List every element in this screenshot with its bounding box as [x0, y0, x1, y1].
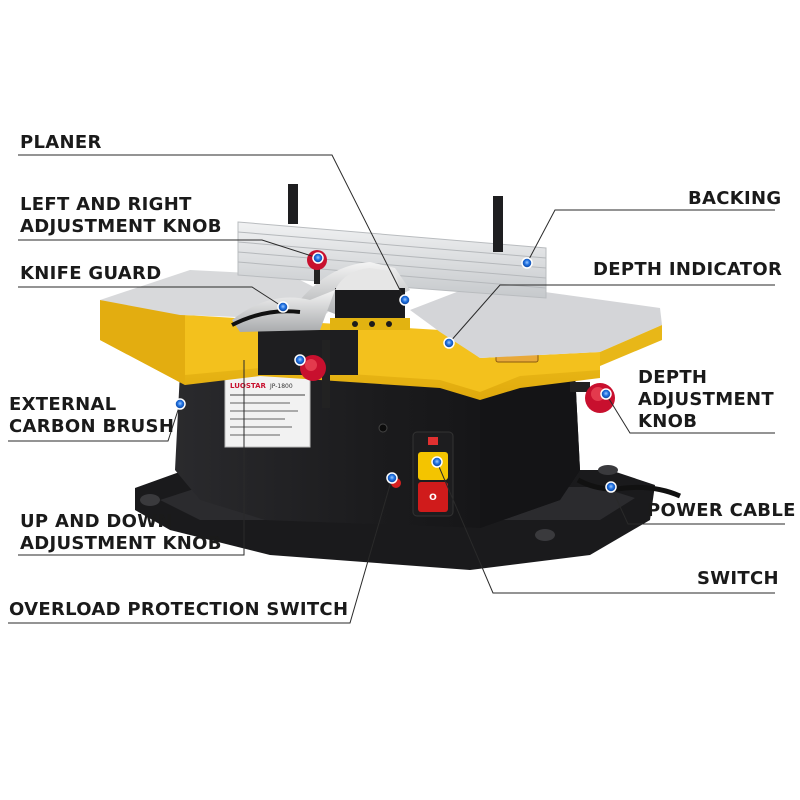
marker-left-right-knob: [312, 252, 324, 264]
label-depth-knob-line1: DEPTH: [638, 367, 708, 388]
label-switch: SWITCH: [697, 568, 779, 590]
leader-up-down-knob: [18, 360, 245, 556]
leader-planer: [18, 154, 406, 301]
leader-lines: [8, 154, 785, 624]
leader-left-right-knob: [18, 239, 319, 259]
marker-overload: [386, 472, 398, 484]
leader-external-brush: [8, 403, 181, 442]
label-overload-switch-text: OVERLOAD PROTECTION SWITCH: [9, 599, 349, 620]
label-depth-knob: DEPTH ADJUSTMENT KNOB: [638, 367, 774, 433]
label-left-right-knob-line2: ADJUSTMENT KNOB: [20, 216, 222, 237]
marker-depth-knob: [600, 388, 612, 400]
label-overload-switch: OVERLOAD PROTECTION SWITCH: [9, 599, 348, 621]
label-depth-indicator-text: DEPTH INDICATOR: [593, 259, 783, 280]
label-external-brush-line1: EXTERNAL: [9, 394, 117, 415]
up-down-knob: [300, 340, 330, 408]
label-depth-indicator: DEPTH INDICATOR: [593, 259, 782, 281]
label-power-cable: POWER CABLE: [647, 500, 796, 522]
marker-depth-indicator: [443, 337, 455, 349]
leader-switch: [436, 461, 775, 594]
leader-backing: [526, 209, 775, 264]
power-switch: O: [412, 431, 454, 517]
sticker-model: JP-1800: [269, 383, 293, 390]
label-left-right-knob-line1: LEFT AND RIGHT: [20, 194, 192, 215]
label-external-brush-line2: CARBON BRUSH: [9, 416, 175, 437]
leader-depth-knob: [605, 393, 775, 434]
label-knife-guard-text: KNIFE GUARD: [20, 263, 162, 284]
leader-knife-guard: [18, 286, 284, 308]
label-power-cable-text: POWER CABLE: [647, 500, 796, 521]
label-knife-guard: KNIFE GUARD: [20, 263, 161, 285]
marker-switch: [431, 456, 443, 468]
sticker-brand: LUOSTAR: [230, 382, 267, 390]
marker-external-brush: [174, 398, 186, 410]
label-up-down-knob-line1: UP AND DOWN: [20, 511, 173, 532]
motor-housing: LUOSTAR JP-1800: [175, 372, 580, 528]
leader-depth-indicator: [448, 284, 775, 344]
callout-markers: [174, 252, 617, 493]
outfeed-table: [410, 283, 662, 358]
leader-power-cable: [610, 486, 785, 525]
spec-sticker: LUOSTAR JP-1800: [224, 374, 311, 448]
label-up-down-knob-line2: ADJUSTMENT KNOB: [20, 533, 222, 554]
marker-planer: [399, 294, 411, 306]
marker-backing: [521, 257, 533, 269]
label-switch-text: SWITCH: [697, 568, 779, 589]
label-external-brush: EXTERNAL CARBON BRUSH: [9, 394, 174, 438]
label-planer: PLANER: [20, 132, 102, 154]
marker-power-cable: [605, 481, 617, 493]
label-up-down-knob: UP AND DOWN ADJUSTMENT KNOB: [20, 511, 222, 555]
label-depth-knob-line3: KNOB: [638, 411, 698, 432]
power-cable: [576, 477, 682, 499]
marker-knife-guard: [277, 301, 289, 313]
leader-overload: [8, 477, 393, 624]
label-backing-text: BACKING: [688, 188, 782, 209]
label-backing: BACKING: [688, 188, 781, 210]
svg-text:O: O: [429, 493, 437, 503]
label-depth-knob-line2: ADJUSTMENT: [638, 389, 774, 410]
label-planer-text: PLANER: [20, 132, 102, 153]
marker-up-down-knob: [294, 354, 306, 366]
label-left-right-knob: LEFT AND RIGHT ADJUSTMENT KNOB: [20, 194, 222, 238]
